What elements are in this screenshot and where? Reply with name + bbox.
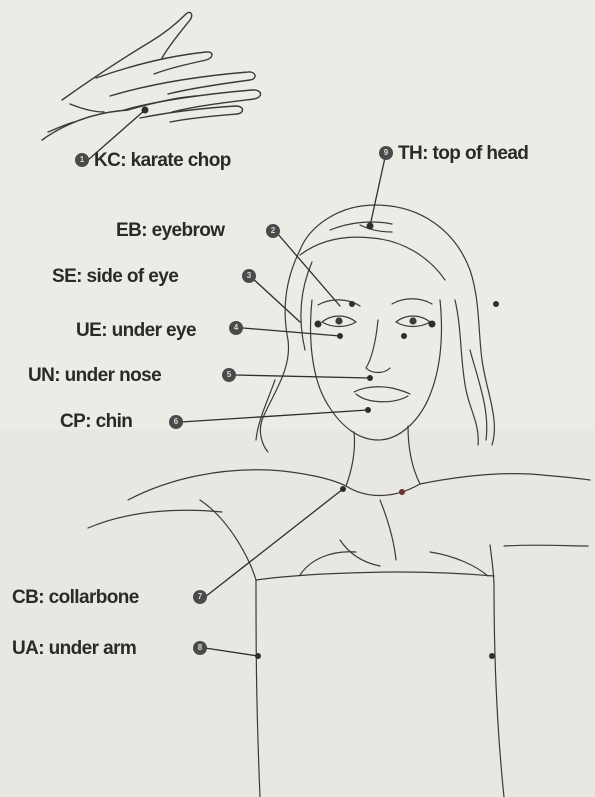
marker-se: 3 (242, 269, 256, 283)
label-side-of-eye: SE: side of eye (52, 266, 178, 288)
marker-kc: 1 (75, 153, 89, 167)
label-chin: CP: chin (60, 411, 132, 433)
marker-eb: 2 (266, 224, 280, 238)
label-under-nose: UN: under nose (28, 365, 161, 387)
marker-ua: 8 (193, 641, 207, 655)
marker-un: 5 (222, 368, 236, 382)
label-collarbone: CB: collarbone (12, 587, 139, 609)
marker-cp: 6 (169, 415, 183, 429)
label-top-of-head: TH: top of head (398, 143, 528, 165)
marker-th: 9 (379, 146, 393, 160)
label-karate-chop: KC: karate chop (94, 150, 231, 172)
marker-ue: 4 (229, 321, 243, 335)
marker-cb: 7 (193, 590, 207, 604)
label-under-eye: UE: under eye (76, 320, 196, 342)
label-under-arm: UA: under arm (12, 638, 136, 660)
label-eyebrow: EB: eyebrow (116, 220, 225, 242)
